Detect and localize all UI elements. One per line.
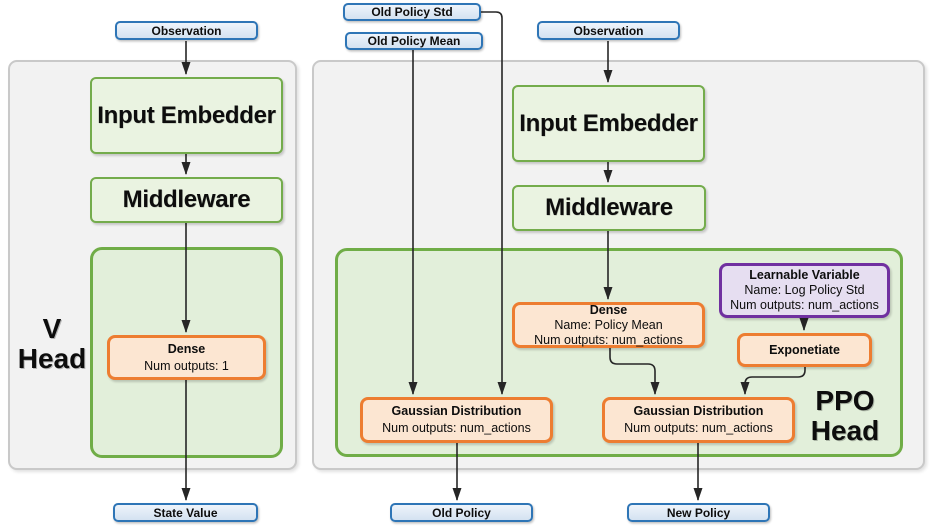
new-policy-output: New Policy — [627, 503, 770, 522]
v-head-label-line1: V — [42, 313, 62, 344]
v-head-label-line2: Head — [17, 343, 87, 374]
ppo-head-middleware-label: Middleware — [545, 194, 673, 221]
gaussian-old-title: Gaussian Distribution — [391, 404, 522, 418]
ppo-head-input-embedder-box: Input Embedder — [512, 85, 705, 162]
learnable-variable-title: Learnable Variable — [749, 268, 860, 282]
ppo-head-middleware-box: Middleware — [512, 185, 706, 231]
gaussian-distribution-old-box: Gaussian Distribution Num outputs: num_a… — [360, 397, 553, 443]
learnable-variable-name: Name: Log Policy Std — [744, 283, 865, 297]
observation-input-left: Observation — [115, 21, 258, 40]
state-value-output-label: State Value — [153, 505, 218, 520]
observation-input-left-label: Observation — [151, 23, 222, 38]
v-head-dense-box: Dense Num outputs: 1 — [107, 335, 266, 380]
observation-input-right-label: Observation — [573, 23, 644, 38]
gaussian-old-num-outputs: Num outputs: num_actions — [382, 421, 531, 435]
v-head-dense-num-outputs: Num outputs: 1 — [144, 358, 229, 373]
ppo-dense-num-outputs: Num outputs: num_actions — [534, 332, 683, 347]
observation-input-right: Observation — [537, 21, 680, 40]
v-head-middleware-label: Middleware — [122, 186, 251, 213]
ppo-dense-box: Dense Name: Policy Mean Num outputs: num… — [512, 302, 705, 348]
old-policy-mean-input-label: Old Policy Mean — [367, 34, 461, 48]
exponetiate-box: Exponetiate — [737, 333, 872, 367]
state-value-output: State Value — [113, 503, 258, 522]
v-head-label: V Head — [12, 314, 92, 374]
learnable-variable-num-outputs: Num outputs: num_actions — [730, 298, 879, 312]
old-policy-std-input: Old Policy Std — [343, 3, 481, 21]
v-head-input-embedder-box: Input Embedder — [90, 77, 283, 154]
old-policy-mean-input: Old Policy Mean — [345, 32, 483, 50]
old-policy-output: Old Policy — [390, 503, 533, 522]
old-policy-std-input-label: Old Policy Std — [371, 5, 453, 19]
learnable-variable-box: Learnable Variable Name: Log Policy Std … — [719, 263, 890, 318]
v-head-input-embedder-label: Input Embedder — [97, 101, 276, 129]
gaussian-distribution-new-box: Gaussian Distribution Num outputs: num_a… — [602, 397, 795, 443]
ppo-head-label-line2: Head — [810, 415, 880, 446]
old-policy-output-label: Old Policy — [432, 505, 491, 520]
ppo-dense-title: Dense — [589, 302, 628, 317]
gaussian-new-num-outputs: Num outputs: num_actions — [624, 421, 773, 435]
ppo-dense-name: Name: Policy Mean — [554, 317, 663, 332]
ppo-head-label-line1: PPO — [815, 385, 875, 416]
gaussian-new-title: Gaussian Distribution — [633, 404, 764, 418]
ppo-head-input-embedder-label: Input Embedder — [519, 109, 698, 137]
ppo-head-label: PPO Head — [805, 386, 885, 446]
exponetiate-label: Exponetiate — [769, 342, 840, 357]
v-head-dense-title: Dense — [167, 341, 206, 356]
new-policy-output-label: New Policy — [666, 505, 731, 520]
v-head-middleware-box: Middleware — [90, 177, 283, 223]
